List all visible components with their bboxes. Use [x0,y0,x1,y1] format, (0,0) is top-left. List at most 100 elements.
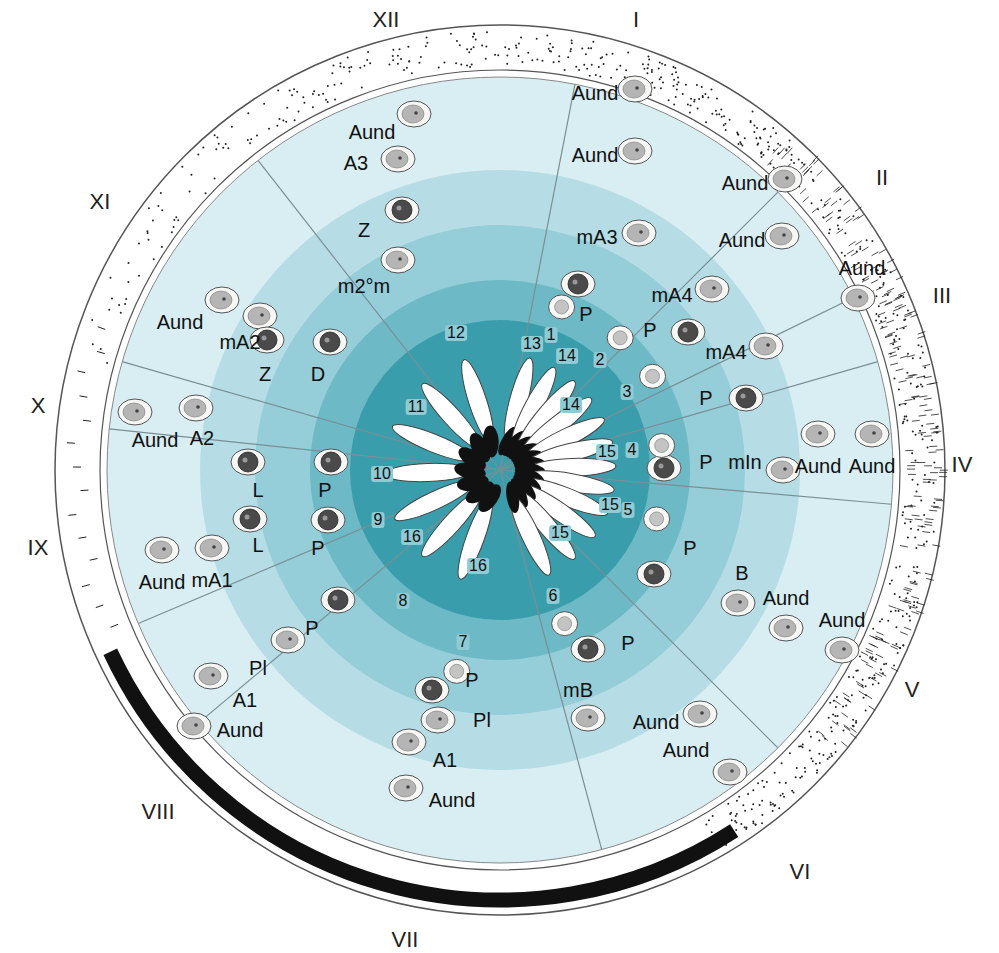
stipple-dot [810,171,812,173]
stipple-dot [853,725,855,727]
stipple-dot [161,209,163,211]
stipple-dot [824,738,826,740]
stipple-dot [472,36,474,38]
stipple-dot [736,813,738,815]
stipple-dot [146,230,148,232]
cell-label: Aund [139,572,186,592]
stipple-dot [913,566,915,568]
stipple-dot [111,298,113,300]
stipple-dot [536,59,538,61]
black-arc [110,652,734,900]
stipple-dot [216,136,218,138]
stipple-dot [761,814,763,816]
stipple-dot [339,66,341,68]
germ-cell [194,663,228,689]
stipple-dot [810,736,812,738]
stipple-dot [863,279,865,281]
stipple-dot [862,679,864,681]
stipple-dot [878,316,880,318]
stipple-dot [294,119,296,121]
stipple-dot [802,744,804,746]
stipple-dot [697,108,699,110]
stipple-dot [881,638,883,640]
stipple-dot [677,81,679,83]
stipple-stroke [905,377,913,379]
cell-label: A1 [233,690,257,710]
stipple-dot [606,54,608,56]
cell-label: P [311,538,324,558]
stipple-dot [231,126,233,128]
nucleolus [406,785,410,789]
stipple-stroke [889,355,897,357]
nucleolus [398,257,402,261]
stipple-dot [687,103,689,105]
germ-cell [415,677,449,703]
stipple-dot [905,597,907,599]
stipple-dot [466,48,468,50]
stipple-stroke [908,474,916,475]
stipple-dot [899,566,901,568]
stipple-dot [885,317,887,319]
stage-numeral: IX [28,537,49,559]
stipple-dot [648,59,650,61]
stipple-dot [793,162,795,164]
stipple-stroke [912,420,920,422]
stipple-dot [921,386,923,388]
stipple-dot [575,66,577,68]
cell-label: Aund [719,230,766,250]
stipple-dot [783,796,785,798]
stipple-stroke [939,472,947,473]
stipple-dot [720,108,722,110]
stipple-stroke [885,334,893,337]
stipple-dot [761,780,763,782]
stipple-dot [148,207,150,209]
stipple-dot [672,66,674,68]
stipple-dot [676,83,678,85]
stipple-dot [893,377,895,379]
stipple-dot [600,57,602,59]
stipple-dot [817,208,819,210]
cell-label: Aund [849,456,896,476]
stipple-dot [902,422,904,424]
stipple-dot [881,618,883,620]
stipple-dot [897,348,899,350]
cell-label: mA1 [191,570,232,590]
stipple-dot [774,804,776,806]
stipple-dot [591,64,593,66]
stipple-dot [455,62,457,64]
germ-cell [313,329,347,355]
stipple-stroke [905,399,913,400]
stage-divider [258,160,500,470]
stipple-dot [819,762,821,764]
stipple-stroke [885,335,893,338]
cell-nucleus [644,564,664,584]
stipple-dot [890,611,892,613]
stage-numeral: VI [790,861,811,883]
cell-label: mA2 [219,332,260,352]
stipple-dot [793,791,795,793]
germ-cell [671,319,705,345]
cell-nucleus [394,779,416,797]
stipple-dot [933,502,935,504]
stipple-dot [918,344,920,346]
stipple-stroke [809,160,815,166]
cell-label: Aund [819,610,866,630]
stipple-stroke [895,296,902,299]
stipple-dot [456,40,458,42]
step-number: 1 [545,327,558,343]
germ-cell [231,449,265,475]
stipple-stroke [823,214,829,219]
stipple-dot [747,793,749,795]
stipple-stroke [899,381,907,383]
stipple-dot [923,514,925,516]
stipple-dot [558,55,560,57]
stipple-dot [531,59,533,61]
stipple-dot [549,43,551,45]
stipple-dot [718,113,720,115]
cell-nucleus [426,711,448,729]
nucleolus [766,343,770,347]
cell-nucleus [773,170,795,188]
stipple-stroke [870,677,877,681]
stipple-dot [302,96,304,98]
germ-cell [243,303,277,329]
